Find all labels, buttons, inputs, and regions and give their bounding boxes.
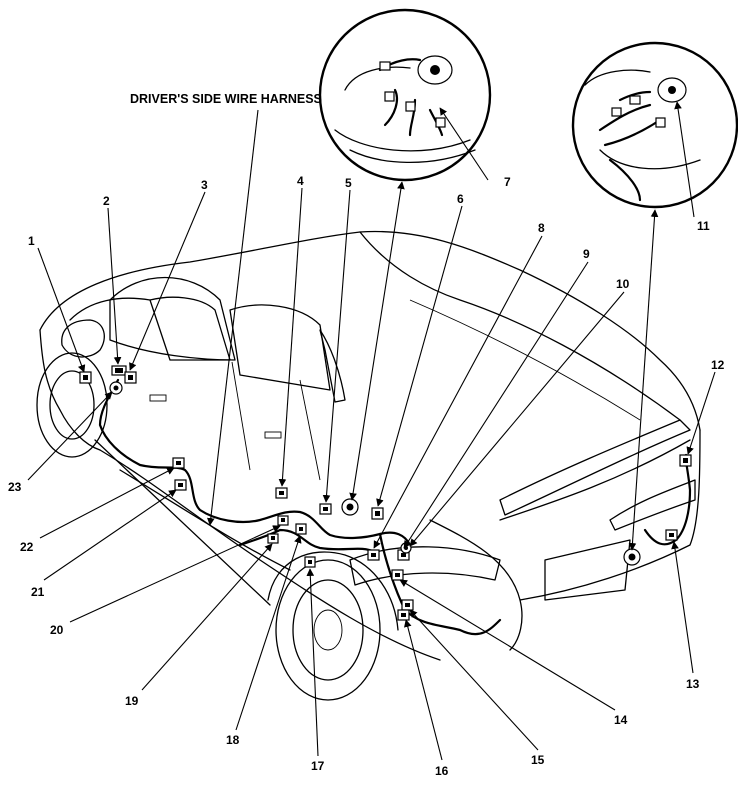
callout-15: 15: [531, 753, 545, 767]
connector-4: [275, 487, 288, 499]
connector-18: [295, 523, 307, 535]
connector-8: [367, 549, 380, 561]
connector-11-ground: [623, 548, 641, 566]
diagram-title: DRIVER'S SIDE WIRE HARNESS: [130, 92, 322, 106]
callout-9: 9: [583, 247, 590, 261]
callout-4: 4: [297, 174, 304, 188]
connector-2: [111, 365, 127, 376]
connector-23: [109, 381, 123, 395]
callout-18: 18: [226, 733, 240, 747]
callout-6: 6: [457, 192, 464, 206]
connector-12: [679, 454, 692, 467]
callout-10: 10: [616, 277, 630, 291]
connector-5: [319, 503, 332, 515]
callout-17: 17: [311, 759, 325, 773]
connector-22: [172, 457, 185, 469]
callout-21: 21: [31, 585, 45, 599]
callout-2: 2: [103, 194, 110, 208]
callout-12: 12: [711, 358, 725, 372]
callout-23: 23: [8, 480, 22, 494]
callout-20: 20: [50, 623, 64, 637]
connector-21: [174, 479, 187, 491]
callout-leaders: [27, 101, 716, 761]
connector-20: [277, 515, 289, 526]
connector-7-ground: [341, 498, 359, 516]
detail-arrow-11: [628, 209, 659, 551]
connector-14: [391, 569, 404, 581]
connector-16: [397, 609, 410, 621]
callout-13: 13: [686, 677, 700, 691]
callout-19: 19: [125, 694, 139, 708]
car-body: [36, 230, 701, 701]
connector-17: [304, 556, 316, 568]
connector-13: [665, 529, 678, 541]
callout-22: 22: [20, 540, 34, 554]
callout-labels: 1 2 3 4 5 6 7 8 9 10 11 12 13 14 15 16 1…: [8, 174, 725, 778]
connector-15: [401, 599, 414, 611]
wire-harness: [98, 378, 692, 636]
callout-16: 16: [435, 764, 449, 778]
callout-14: 14: [614, 713, 628, 727]
connector-6: [371, 507, 384, 520]
detail-view-7: [318, 8, 492, 182]
connector-3: [124, 371, 137, 384]
title-leader: [206, 109, 259, 526]
callout-5: 5: [345, 176, 352, 190]
callout-11: 11: [697, 219, 710, 233]
connector-19: [267, 533, 279, 544]
callout-8: 8: [538, 221, 545, 235]
callout-1: 1: [28, 234, 35, 248]
connector-1: [79, 371, 92, 384]
callout-3: 3: [201, 178, 208, 192]
detail-arrow-7: [349, 181, 405, 501]
detail-view-11: [571, 41, 738, 209]
callout-7: 7: [504, 175, 511, 189]
